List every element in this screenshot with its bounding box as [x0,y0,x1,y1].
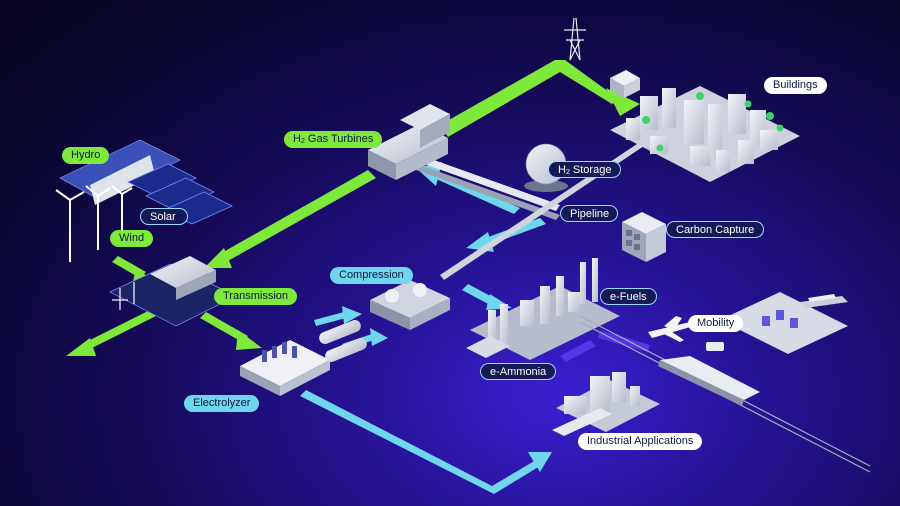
hydro-plant [59,139,181,205]
label-gas-turbines-prefix: H [293,133,301,145]
arrow-head-electrolyzer-in [236,330,262,350]
carbon-capture-unit [622,212,666,262]
car [706,342,724,351]
label-gas-turbines-suffix: Gas Turbines [304,133,374,145]
gas-turbines [368,104,450,180]
arrow-grid-electrolyzer [200,312,248,342]
industrial-plant [552,372,660,436]
buildings-city [610,86,800,182]
ship [800,294,848,308]
label-carbon-capture: Carbon Capture [666,221,765,238]
label-wind: Wind [110,230,154,247]
train [658,356,760,406]
label-solar: Solar [140,208,188,225]
label-efuels: e-Fuels [600,288,657,305]
label-h2-storage: H2 Storage [548,161,622,178]
arrow-head-tanks [370,328,388,346]
arrow-head-grid-out [66,338,96,356]
label-buildings: Buildings [764,77,827,94]
port [720,292,848,354]
airplane [648,316,694,342]
arrow-head-transmission [204,248,232,268]
arrow-electrolyzer-compression [314,312,346,326]
efuels-refinery [466,258,620,360]
transformer [610,70,640,98]
label-mobility: Mobility [688,315,744,332]
label-compression: Compression [330,267,413,284]
arrow-head-industrial [528,452,552,472]
electricity-flows [66,60,640,356]
compression-station [370,280,450,330]
arrow-to-transmission [218,170,376,262]
arrow-head-compression-efuels [486,294,512,310]
label-pipeline: Pipeline [560,205,618,222]
transmission-tower [564,17,586,61]
electrolyzer-plant [240,340,330,396]
label-industrial: Industrial Applications [578,433,703,450]
label-storage-suffix: Storage [569,164,612,176]
arrow-to-industrial [300,390,540,494]
label-gas-turbines: H2 Gas Turbines [284,131,383,148]
application-flows [560,330,650,362]
hydrogen-tanks [319,320,367,362]
label-hydro: Hydro [62,147,110,164]
arrow-to-buildings [440,60,620,137]
arrow-grid-out [82,310,156,350]
arrow-head-buildings [606,88,640,116]
label-storage-sub: 2 [565,169,570,176]
label-electrolyzer: Electrolyzer [184,395,260,412]
label-gas-turbines-sub: 2 [300,138,305,145]
label-transmission: Transmission [214,288,297,305]
label-storage-prefix: H [558,164,566,176]
label-e-ammonia: e-Ammonia [480,363,557,380]
arrow-head-to-compression [342,306,362,324]
